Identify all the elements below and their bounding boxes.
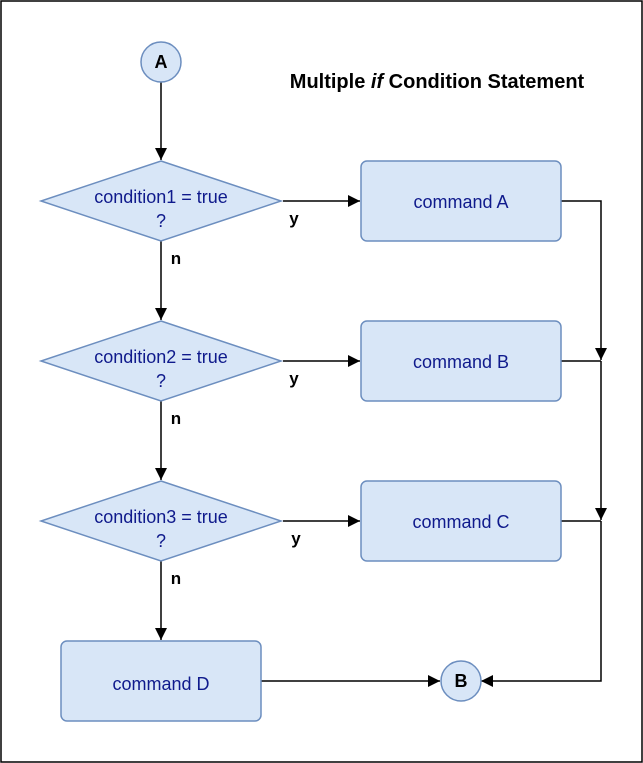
decision-3-question: ? — [156, 531, 166, 551]
decision-3-no-label: n — [171, 569, 181, 588]
decision-2-yes-label: y — [289, 369, 299, 388]
command-b-label: command B — [413, 352, 509, 372]
end-connector: B — [440, 660, 482, 702]
command-a-label: command A — [413, 192, 508, 212]
edges — [155, 82, 607, 687]
decision-3-text: condition3 = true — [94, 507, 228, 527]
command-a-box: command A — [360, 160, 562, 242]
decision-1-text: condition1 = true — [94, 187, 228, 207]
decision-2-no-label: n — [171, 409, 181, 428]
decision-1-question: ? — [156, 211, 166, 231]
decision-3: condition3 = true ? — [38, 480, 284, 562]
decision-1-no-label: n — [171, 249, 181, 268]
decision-2: condition2 = true ? — [38, 320, 284, 402]
command-c-box: command C — [360, 480, 562, 562]
end-connector-label: B — [455, 671, 468, 691]
decision-2-question: ? — [156, 371, 166, 391]
command-d-label: command D — [112, 674, 209, 694]
decision-3-yes-label: y — [291, 529, 301, 548]
decision-1: condition1 = true ? — [38, 160, 284, 242]
edge-commandA-merge — [561, 200, 607, 360]
start-connector-label: A — [155, 52, 168, 72]
edge-merge-to-end — [481, 521, 602, 687]
command-c-label: command C — [412, 512, 509, 532]
start-connector: A — [140, 41, 182, 83]
decision-2-text: condition2 = true — [94, 347, 228, 367]
diagram-title: Multiple if Condition Statement — [290, 71, 585, 93]
command-d-box: command D — [60, 640, 262, 722]
decision-1-yes-label: y — [289, 209, 299, 228]
command-b-box: command B — [360, 320, 562, 402]
